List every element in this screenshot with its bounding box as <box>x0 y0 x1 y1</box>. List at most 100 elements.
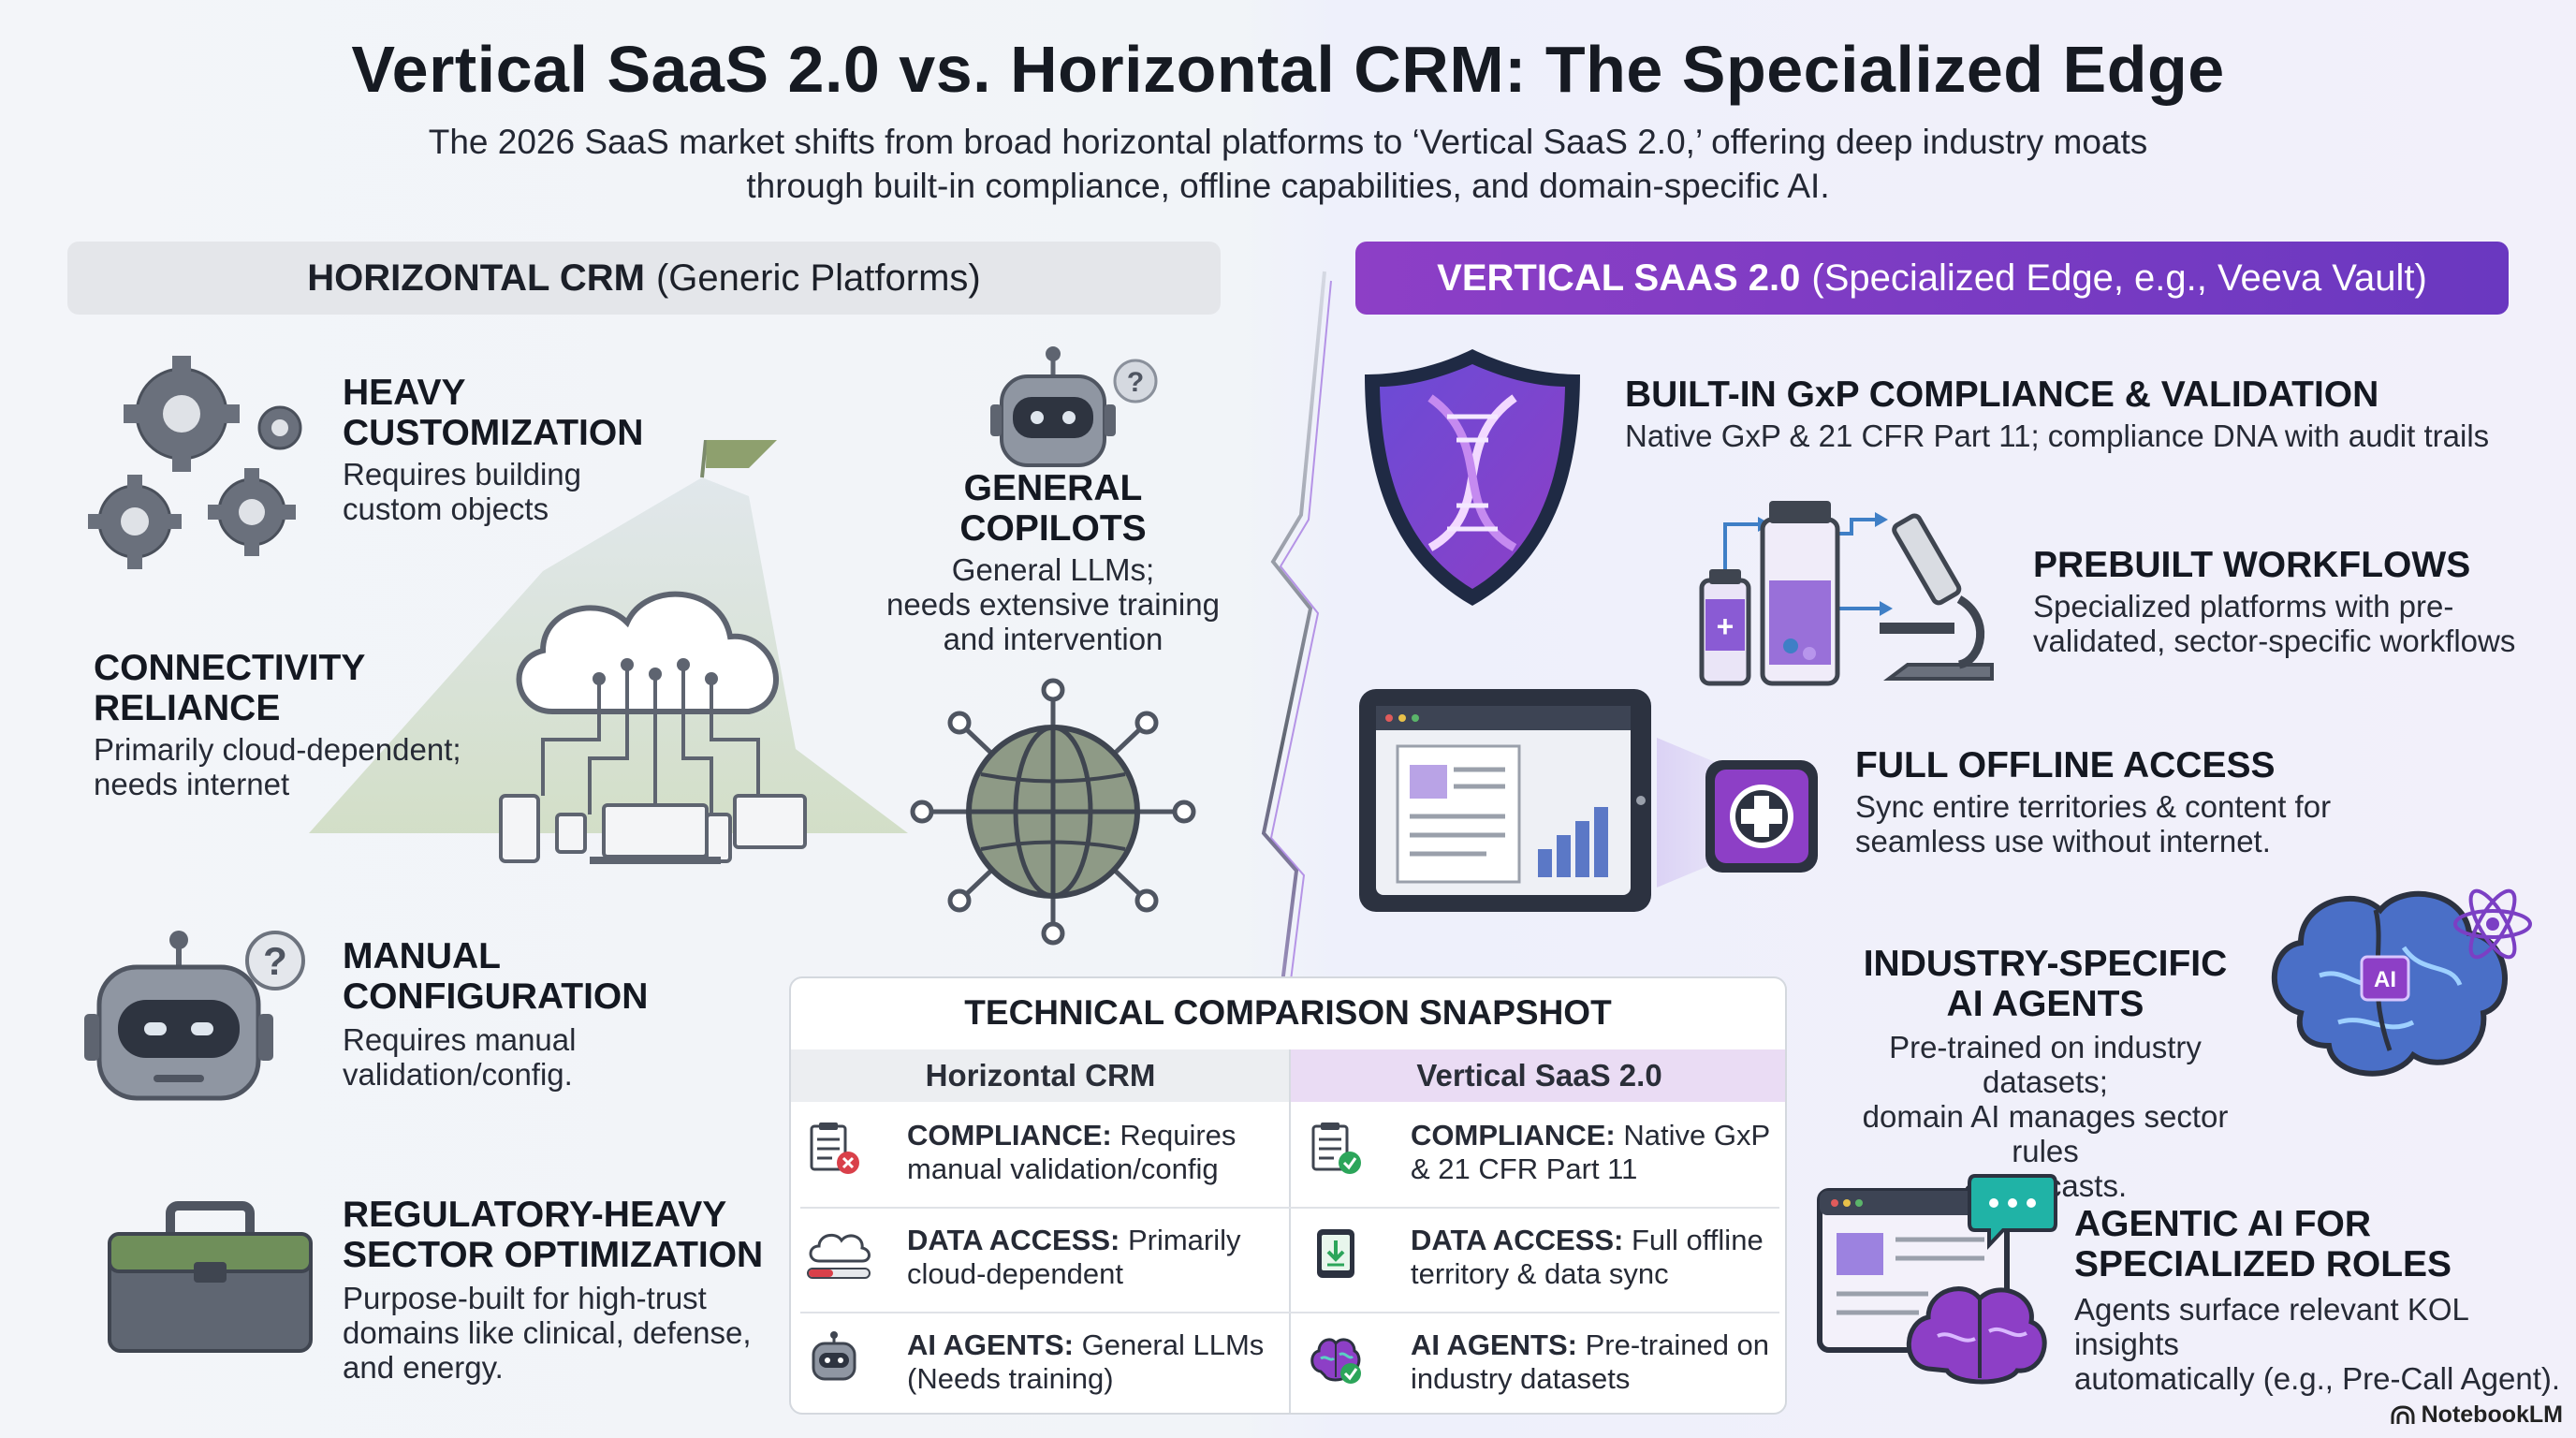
agentic-title-2: SPECIALIZED ROLES <box>2074 1244 2452 1284</box>
customization-title-2: CUSTOMIZATION <box>343 413 644 453</box>
regulatory-heavy: REGULATORY-HEAVY SECTOR OPTIMIZATION Pur… <box>343 1195 763 1385</box>
cell-text-2: & 21 CFR Part 11 <box>1411 1152 1638 1185</box>
connectivity-title-2: RELIANCE <box>94 688 281 728</box>
cell-text-2: cloud-dependent <box>907 1257 1123 1290</box>
table-column-divider <box>1289 1049 1291 1413</box>
agents-title-2: AI AGENTS <box>1946 984 2144 1024</box>
workflows-title: PREBUILT WORKFLOWS <box>2033 545 2471 585</box>
compliance-title: BUILT-IN GxP COMPLIANCE & VALIDATION <box>1625 374 2379 415</box>
general-copilots: GENERAL COPILOTS General LLMs; needs ext… <box>861 468 1245 656</box>
row-ai-agents-horizontal: AI AGENTS: General LLMs (Needs training) <box>907 1328 1264 1396</box>
page-title: Vertical SaaS 2.0 vs. Horizontal CRM: Th… <box>351 33 2225 106</box>
cell-text-1: Pre-trained on <box>1585 1328 1770 1361</box>
cell-key: AI AGENTS: <box>1411 1328 1577 1361</box>
cell-text-1: Primarily <box>1127 1224 1241 1256</box>
customization-desc-2: custom objects <box>343 492 549 526</box>
row-compliance-horizontal: COMPLIANCE: Requires manual validation/c… <box>907 1119 1236 1186</box>
connectivity-reliance: CONNECTIVITY RELIANCE Primarily cloud-de… <box>94 648 461 801</box>
agentic-desc-2: automatically (e.g., Pre-Call Agent). <box>2074 1361 2561 1396</box>
svg-text:?: ? <box>263 939 287 983</box>
checklist-x-icon <box>810 1123 859 1174</box>
vertical-header-bold: VERTICAL SAAS 2.0 <box>1437 257 1801 299</box>
copilots-desc-1: General LLMs; <box>951 552 1155 587</box>
full-offline-access: FULL OFFLINE ACCESS Sync entire territor… <box>1855 745 2331 858</box>
customization-title-1: HEAVY <box>343 373 466 413</box>
dna-shield-icon <box>1365 349 1580 606</box>
cloud-progress-icon <box>807 1233 871 1279</box>
manual-desc-2: validation/config. <box>343 1057 573 1092</box>
connectivity-title-1: CONNECTIVITY <box>94 648 366 688</box>
robot-small-icon <box>812 1331 856 1381</box>
copilots-title-1: GENERAL <box>963 468 1143 508</box>
lab-workflow-icon: + <box>1699 501 1994 686</box>
ai-badge: AI <box>2374 967 2396 992</box>
agentic-desc-1: Agents surface relevant KOL insights <box>2074 1292 2468 1361</box>
agentic-title-1: AGENTIC AI FOR <box>2074 1204 2372 1244</box>
globe-network-icon <box>910 678 1196 946</box>
copilots-desc-3: and intervention <box>943 622 1164 656</box>
agentic-ai-icon <box>1817 1174 2057 1385</box>
agents-desc-2: domain AI manages sector rules <box>1862 1099 2229 1168</box>
compliance-desc: Native GxP & 21 CFR Part 11; compliance … <box>1625 418 2490 453</box>
manual-desc-1: Requires manual <box>343 1022 577 1057</box>
agentic-ai-roles: AGENTIC AI FOR SPECIALIZED ROLES Agents … <box>2074 1204 2576 1396</box>
row-data-access-vertical: DATA ACCESS: Full offline territory & da… <box>1411 1224 1764 1291</box>
row-compliance-vertical: COMPLIANCE: Native GxP & 21 CFR Part 11 <box>1411 1119 1770 1186</box>
connectivity-desc-1: Primarily cloud-dependent; <box>94 732 461 767</box>
table-row-divider <box>800 1207 1779 1209</box>
brain-check-icon <box>1310 1338 1361 1384</box>
cell-text-1: Full offline <box>1631 1224 1764 1256</box>
regulatory-desc-1: Purpose-built for high-trust <box>343 1281 707 1315</box>
regulatory-desc-3: and energy. <box>343 1350 504 1385</box>
table-header-horizontal: Horizontal CRM <box>791 1049 1290 1102</box>
vertical-saas-header: VERTICAL SAAS 2.0 (Specialized Edge, e.g… <box>1355 242 2509 315</box>
svg-text:?: ? <box>1127 367 1144 398</box>
cell-key: COMPLIANCE: <box>907 1119 1112 1152</box>
agents-title-1: INDUSTRY-SPECIFIC <box>1863 944 2228 984</box>
cell-key: AI AGENTS: <box>907 1328 1074 1361</box>
offline-desc-1: Sync entire territories & content for <box>1855 789 2332 824</box>
copilots-title-2: COPILOTS <box>959 508 1147 549</box>
regulatory-desc-2: domains like clinical, defense, <box>343 1315 752 1350</box>
copilots-desc-2: needs extensive training <box>886 587 1220 622</box>
ai-brain-icon: AI <box>2271 888 2532 1077</box>
industry-specific-agents: INDUSTRY-SPECIFIC AI AGENTS Pre-trained … <box>1825 944 2265 1203</box>
cell-text-2: (Needs training) <box>907 1362 1114 1395</box>
horizontal-crm-header: HORIZONTAL CRM (Generic Platforms) <box>67 242 1221 315</box>
offline-desc-2: seamless use without internet. <box>1855 824 2271 858</box>
manual-title-2: CONFIGURATION <box>343 976 649 1017</box>
manual-configuration: MANUAL CONFIGURATION Requires manual val… <box>343 936 648 1092</box>
robot-question-icon: ? <box>990 346 1158 467</box>
cell-text-1: Native GxP <box>1623 1119 1771 1152</box>
connectivity-desc-2: needs internet <box>94 767 290 801</box>
page-subtitle: The 2026 SaaS market shifts from broad h… <box>352 120 2224 208</box>
heavy-customization: HEAVY CUSTOMIZATION Requires building cu… <box>343 373 643 526</box>
manual-title-1: MANUAL <box>343 936 501 976</box>
cell-text-1: General LLMs <box>1081 1328 1265 1361</box>
table-header-vertical: Vertical SaaS 2.0 <box>1290 1049 1785 1102</box>
offline-title: FULL OFFLINE ACCESS <box>1855 745 2276 785</box>
checklist-check-icon <box>1311 1123 1361 1174</box>
cell-text-2: manual validation/config <box>907 1152 1219 1185</box>
notebooklm-logo-icon <box>2391 1404 2415 1424</box>
regulatory-title-2: SECTOR OPTIMIZATION <box>343 1235 764 1275</box>
cell-text-2: industry datasets <box>1411 1362 1631 1395</box>
toolbox-icon <box>108 1201 313 1353</box>
row-ai-agents-vertical: AI AGENTS: Pre-trained on industry datas… <box>1411 1328 1769 1396</box>
horizontal-header-rest: (Generic Platforms) <box>655 257 981 299</box>
cell-key: DATA ACCESS: <box>1411 1224 1624 1256</box>
workflows-desc-1: Specialized platforms with pre- <box>2033 589 2454 624</box>
robot-manual-icon: ? <box>84 931 305 1101</box>
cloud-devices-icon <box>499 591 807 864</box>
customization-desc-1: Requires building <box>343 457 581 492</box>
svg-text:+: + <box>1717 609 1734 643</box>
tablet-download-icon <box>1317 1229 1354 1278</box>
table-row-divider <box>800 1312 1779 1313</box>
cell-key: COMPLIANCE: <box>1411 1119 1616 1152</box>
row-data-access-horizontal: DATA ACCESS: Primarily cloud-dependent <box>907 1224 1241 1291</box>
subtitle-line-2: through built-in compliance, offline cap… <box>746 167 1830 205</box>
comparison-table: TECHNICAL COMPARISON SNAPSHOT Horizontal… <box>789 976 1787 1415</box>
agents-desc-1: Pre-trained on industry datasets; <box>1889 1030 2202 1099</box>
built-in-compliance: BUILT-IN GxP COMPLIANCE & VALIDATION Nat… <box>1625 374 2489 453</box>
workflows-desc-2: validated, sector-specific workflows <box>2033 624 2516 658</box>
